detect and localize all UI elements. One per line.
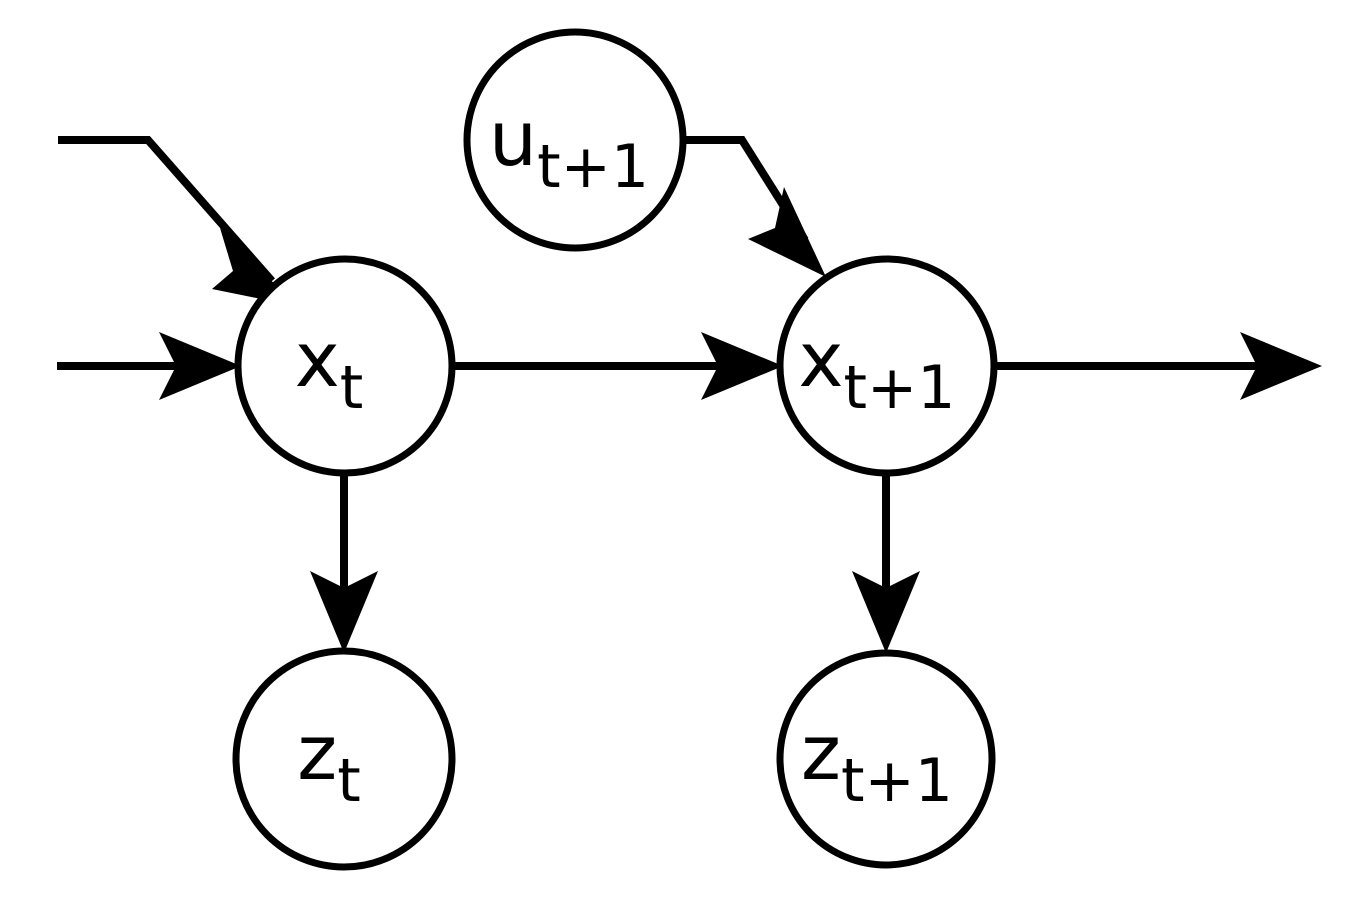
state-node-t-label: xt [295, 315, 364, 423]
edge-observation-edge-t [310, 471, 378, 653]
edge-inbound-state-edge-to-x-t [57, 332, 241, 400]
observation-node-t-plus-1-base: z [801, 708, 841, 797]
node-control-input-node[interactable]: ut+1 [463, 28, 687, 252]
observation-node-t-subscript: t [337, 746, 361, 816]
state-node-t-circle[interactable] [234, 255, 456, 477]
observation-node-t-label: zt [297, 708, 360, 816]
control-input-node-subscript: t+1 [537, 132, 649, 202]
edge-state-transition-edge [452, 332, 783, 400]
node-observation-node-t[interactable]: zt [232, 647, 456, 871]
node-state-node-t-plus-1[interactable]: xt+1 [776, 255, 998, 477]
edge-control-edge-to-x-next [683, 136, 826, 277]
control-input-node-label: ut+1 [489, 94, 649, 202]
control-input-node-base: u [489, 94, 537, 183]
observation-node-t-plus-1-circle[interactable] [776, 649, 996, 869]
edge-control-diagonal-arrowhead [748, 187, 826, 277]
node-state-node-t[interactable]: xt [234, 255, 456, 477]
edge-outbound-arrowhead [1240, 332, 1322, 400]
edge-state-transition-arrowhead [701, 332, 783, 400]
observation-node-t-base: z [297, 708, 337, 797]
state-node-t-plus-1-base: x [799, 315, 844, 404]
edge-observation-edge-t-plus-1 [852, 471, 920, 653]
state-node-t-plus-1-subscript: t+1 [844, 353, 956, 423]
observation-node-t-plus-1-subscript: t+1 [841, 746, 953, 816]
edge-observation-t-plus-1-arrowhead [852, 571, 920, 653]
control-input-node-circle[interactable] [463, 28, 687, 252]
state-node-t-plus-1-circle[interactable] [776, 255, 998, 477]
edge-inbound-control-edge-to-x-t [58, 136, 296, 306]
observation-node-t-circle[interactable] [232, 647, 456, 871]
edge-inbound-diagonal-line [58, 136, 276, 284]
observation-node-t-plus-1-label: zt+1 [801, 708, 953, 816]
state-node-t-base: x [295, 315, 340, 404]
edge-inbound-horizontal-arrowhead [159, 332, 241, 400]
node-observation-node-t-plus-1[interactable]: zt+1 [776, 649, 996, 869]
state-node-t-plus-1-label: xt+1 [799, 315, 956, 423]
edge-outbound-state-edge [993, 332, 1322, 400]
edge-observation-t-arrowhead [310, 571, 378, 653]
state-node-t-subscript: t [340, 353, 364, 423]
